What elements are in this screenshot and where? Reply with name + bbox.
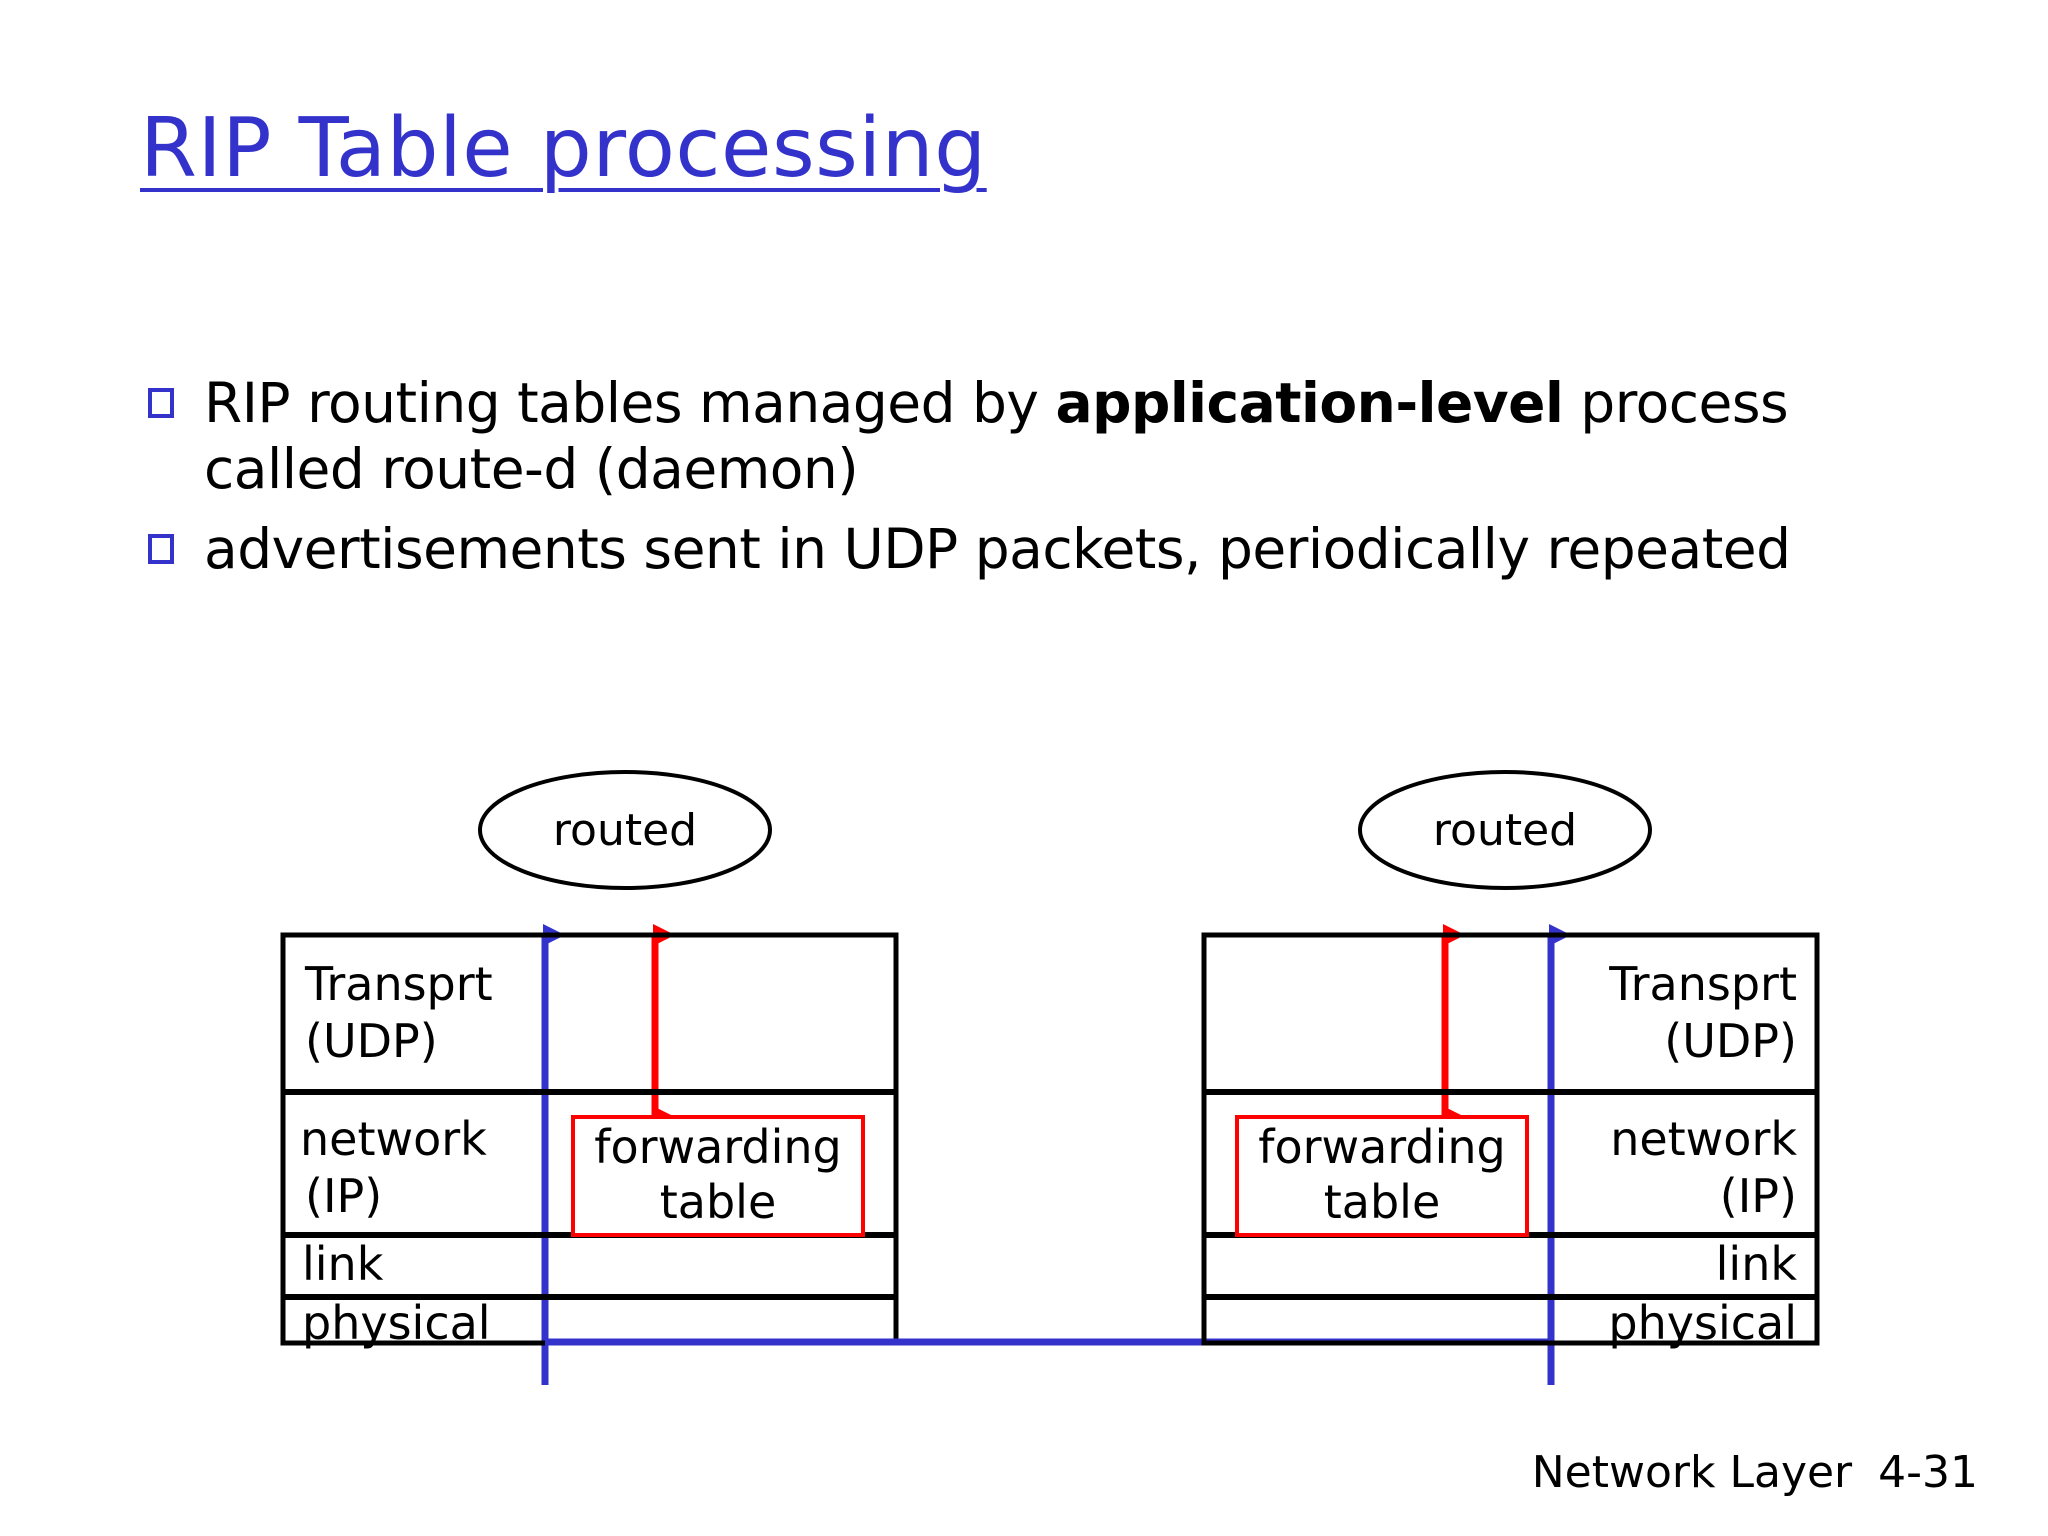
bullet-text: advertisements sent in UDP packets, peri… xyxy=(204,516,1878,582)
layer-label-network-sub-right: (IP) xyxy=(1720,1169,1797,1223)
stack-labels-left: Transprt (UDP) network (IP) link physica… xyxy=(300,957,493,1350)
layer-label-physical-left: physical xyxy=(302,1296,491,1350)
layer-label-network-sub-left: (IP) xyxy=(305,1169,382,1223)
layer-label-physical-right: physical xyxy=(1608,1296,1797,1350)
bullet-lead-text: RIP routing tables managed by xyxy=(204,371,1056,435)
forwarding-table-label-line2-left: table xyxy=(660,1175,777,1229)
slide-footer: Network Layer 4-31 xyxy=(1532,1447,1978,1498)
protocol-stack-diagram: routed Transprt (UDP) network (IP) link … xyxy=(0,745,2048,1385)
layer-label-transport-left: Transprt xyxy=(304,957,493,1011)
page-title: RIP Table processing xyxy=(140,101,987,196)
routed-oval-right: routed xyxy=(1358,770,1652,890)
stack-labels-right: Transprt (UDP) network (IP) link physica… xyxy=(1608,957,1797,1350)
bullet-tail-text: process called route-d (daemon) xyxy=(204,371,1789,501)
routed-label-left: routed xyxy=(553,805,697,856)
routed-label-right: routed xyxy=(1433,805,1577,856)
bullet-lead-text: advertisements sent in UDP packets, peri… xyxy=(204,517,1791,581)
list-item: RIP routing tables managed by applicatio… xyxy=(148,370,1878,502)
layer-label-link-left: link xyxy=(302,1237,384,1291)
layer-label-network-left: network xyxy=(300,1112,487,1166)
bullet-emphasis-text: application-level xyxy=(1055,371,1564,435)
forwarding-table-label-line1-right: forwarding xyxy=(1258,1120,1506,1174)
forwarding-table-label-line2-right: table xyxy=(1324,1175,1441,1229)
layer-label-transport-right: Transprt xyxy=(1608,957,1797,1011)
layer-label-link-right: link xyxy=(1716,1237,1798,1291)
list-item: advertisements sent in UDP packets, peri… xyxy=(148,516,1878,582)
footer-text: Network Layer xyxy=(1531,1447,1853,1498)
forwarding-table-label-line1-left: forwarding xyxy=(594,1120,842,1174)
layer-label-transport-sub-left: (UDP) xyxy=(305,1014,438,1068)
bullet-text: RIP routing tables managed by applicatio… xyxy=(204,370,1878,502)
layer-label-network-right: network xyxy=(1610,1112,1797,1166)
bullet-list: RIP routing tables managed by applicatio… xyxy=(148,370,1878,596)
slide-number: 4-31 xyxy=(1878,1447,1978,1498)
hollow-square-bullet-icon xyxy=(148,534,174,564)
hollow-square-bullet-icon xyxy=(148,388,174,418)
forwarding-table-right: forwarding table xyxy=(1235,1115,1529,1237)
routed-oval-left: routed xyxy=(478,770,772,890)
forwarding-table-left: forwarding table xyxy=(571,1115,865,1237)
layer-label-transport-sub-right: (UDP) xyxy=(1664,1014,1797,1068)
